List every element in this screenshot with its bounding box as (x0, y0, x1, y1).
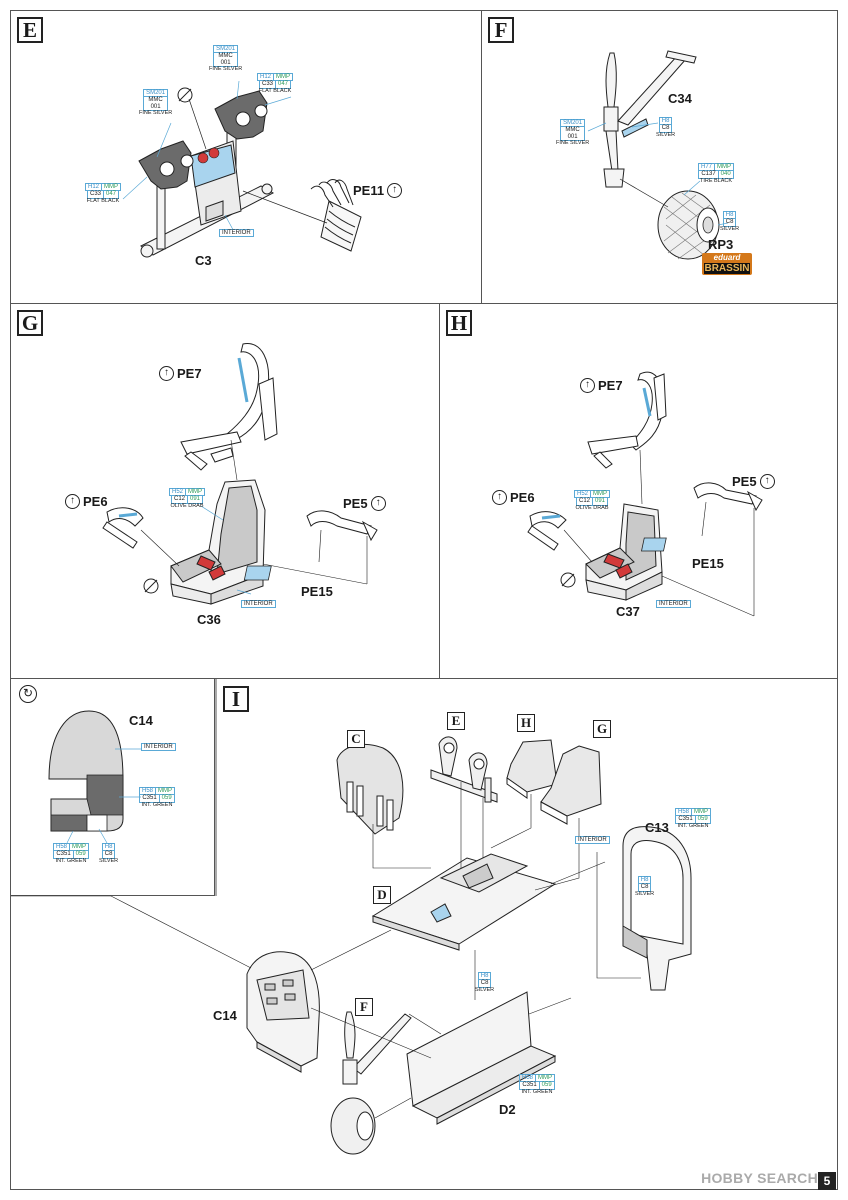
part-rp3-label: RP3 (708, 237, 734, 252)
pe7-label: ↑PE7 (580, 378, 623, 393)
pe7-harness (180, 343, 278, 471)
floor-d2 (406, 991, 557, 1125)
flip-arrow-icon: ↑ (370, 496, 386, 511)
sub-h-letter: H (517, 714, 535, 732)
side-panel-c14 (246, 951, 320, 1073)
flip-arrow-icon: ↑ (159, 366, 174, 381)
subassembly-g (540, 745, 602, 825)
interior-tag: INTERIOR (656, 600, 691, 608)
subassembly-c (336, 744, 404, 835)
part-c3-label: C3 (195, 253, 212, 268)
pe7-harness (587, 371, 667, 469)
step-f-letter: F (488, 17, 514, 43)
step-g-letter: G (17, 310, 43, 336)
interior-tag: INTERIOR (219, 229, 254, 237)
interior-tag: INTERIOR (141, 743, 176, 751)
part-c36-label: C36 (197, 612, 221, 627)
flip-arrow-icon: ↑ (580, 378, 595, 393)
pe5-label: PE5↑ (732, 474, 775, 489)
pe11-part (310, 179, 362, 252)
pe6-strap (102, 507, 144, 549)
right-yoke (214, 90, 268, 140)
rotate-icon: ↻ (19, 685, 37, 703)
step-i-panel: I (10, 678, 838, 1190)
flip-arrow-icon: ↑ (759, 474, 775, 489)
control-column-illustration (122, 80, 362, 258)
step-e-panel: E (10, 10, 482, 304)
pe6-label: ↑PE6 (492, 490, 535, 505)
seat-c37-illustration (527, 371, 763, 617)
brassin-logo: eduard BRASSIN (702, 253, 752, 275)
pe5-strap (693, 482, 763, 512)
cockpit-floor-d (371, 853, 557, 951)
page-number: 5 (818, 1172, 836, 1190)
subassembly-h (506, 739, 558, 799)
sub-g-letter: G (593, 720, 611, 738)
subassembly-e (430, 736, 498, 803)
left-yoke (138, 140, 194, 190)
step-g-panel: G (10, 303, 440, 679)
step-e-letter: E (17, 17, 43, 43)
part-c14-assembly-label: C14 (213, 1008, 237, 1023)
sub-f-letter: F (355, 998, 373, 1016)
pe15-label: PE15 (692, 556, 724, 571)
seat-c36-illustration (102, 343, 378, 605)
side-panel-c13 (622, 826, 692, 991)
pe7-label: ↑PE7 (159, 366, 202, 381)
cockpit-assembly-illustration (11, 678, 692, 1155)
flip-arrow-icon: ↑ (387, 183, 403, 198)
pe6-label: ↑PE6 (65, 494, 108, 509)
subassembly-f (330, 1011, 412, 1155)
tail-wheel (657, 190, 720, 260)
pe5-strap (306, 510, 378, 542)
sub-d-letter: D (373, 886, 391, 904)
step-f-panel: F (481, 10, 838, 304)
interior-tag: INTERIOR (575, 836, 610, 844)
flip-arrow-icon: ↑ (492, 490, 507, 505)
flip-arrow-icon: ↑ (65, 494, 80, 509)
part-c34-label: C34 (668, 91, 692, 106)
interior-tag: INTERIOR (241, 600, 276, 608)
step-h-panel: H (439, 303, 838, 679)
pe11-label: PE11↑ (353, 183, 403, 198)
part-c37-label: C37 (616, 604, 640, 619)
pe15-label: PE15 (301, 584, 333, 599)
c14-panel-illustration (48, 710, 141, 844)
tail-wheel-leg-illustration (587, 50, 729, 260)
pe5-label: PE5↑ (343, 496, 386, 511)
step-i-letter: I (223, 686, 249, 712)
hobby-search-watermark: HOBBY SEARCH (701, 1170, 818, 1186)
pe6-strap (527, 511, 567, 551)
part-d2-label: D2 (499, 1102, 516, 1117)
seat-c36 (170, 479, 266, 605)
part-c14-label: C14 (129, 713, 153, 728)
part-c13-label: C13 (645, 820, 669, 835)
sub-c-letter: C (347, 730, 365, 748)
seat-c37 (585, 503, 663, 601)
sub-e-letter: E (447, 712, 465, 730)
step-h-letter: H (446, 310, 472, 336)
